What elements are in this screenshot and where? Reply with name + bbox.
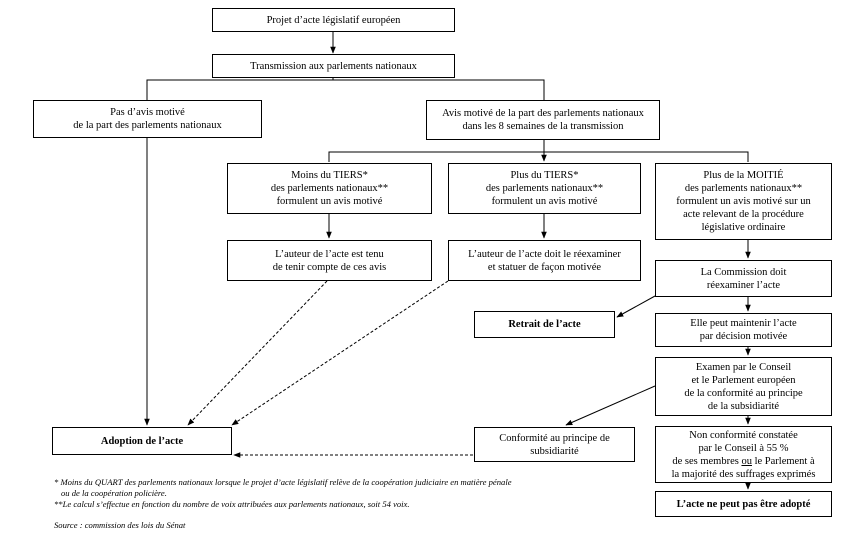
box-plus-tiers: Plus du TIERS* des parlements nationaux*… xyxy=(448,163,641,214)
connector-transmission-split xyxy=(146,79,545,100)
footnote-2: **Le calcul s’effectue en fonction du no… xyxy=(54,499,410,509)
box-pas-avis: Pas d’avis motivé de la part des parleme… xyxy=(33,100,262,138)
box-commission: La Commission doit réexaminer l’acte xyxy=(655,260,832,297)
box-maintenir: Elle peut maintenir l’acte par décision … xyxy=(655,313,832,347)
box-plus-moitie-label: Plus de la MOITIÉ des parlements nationa… xyxy=(676,170,811,233)
box-projet: Projet d’acte législatif européen xyxy=(212,8,455,32)
box-retrait-label: Retrait de l’acte xyxy=(508,319,581,330)
box-auteur-tenu: L’auteur de l’acte est tenu de tenir com… xyxy=(227,240,432,281)
connector-avis-split xyxy=(328,151,749,162)
box-auteur-reexaminer-label: L’auteur de l’acte doit le réexaminer et… xyxy=(468,248,621,273)
footnote-1-line2: ou de la coopération policière. xyxy=(61,488,167,498)
box-auteur-reexaminer: L’auteur de l’acte doit le réexaminer et… xyxy=(448,240,641,281)
box-avis-motive: Avis motivé de la part des parlements na… xyxy=(426,100,660,140)
box-conformite: Conformité au principe de subsidiarité xyxy=(474,427,635,462)
non-conformite-line3a: de ses membres xyxy=(672,455,742,467)
box-plus-tiers-label: Plus du TIERS* des parlements nationaux*… xyxy=(485,170,604,207)
box-conformite-label: Conformité au principe de subsidiarité xyxy=(499,432,610,457)
box-retrait: Retrait de l’acte xyxy=(474,311,615,338)
box-pas-avis-label: Pas d’avis motivé de la part des parleme… xyxy=(73,107,222,131)
dashed-arrow-auteurreexaminer-to-adoption xyxy=(231,280,449,426)
arrow-examen-to-conformite xyxy=(565,385,656,426)
footnote-1-line1: * Moins du QUART des parlements nationau… xyxy=(54,477,512,487)
box-avis-motive-label: Avis motivé de la part des parlements na… xyxy=(442,108,644,132)
dashed-arrow-auteurtenu-to-adoption xyxy=(187,280,328,426)
arrow-commission-to-retrait xyxy=(616,295,656,318)
non-conformite-line4: la majorité des suffrages exprimés xyxy=(671,468,816,480)
box-transmission-label: Transmission aux parlements nationaux xyxy=(250,60,417,72)
non-conformite-ou: ou xyxy=(741,455,752,467)
box-examen: Examen par le Conseil et le Parlement eu… xyxy=(655,357,832,416)
non-conformite-line2: par le Conseil à 55 % xyxy=(698,442,789,454)
box-commission-label: La Commission doit réexaminer l’acte xyxy=(700,266,787,291)
box-auteur-tenu-label: L’auteur de l’acte est tenu de tenir com… xyxy=(272,248,387,273)
box-transmission: Transmission aux parlements nationaux xyxy=(212,54,455,78)
box-examen-label: Examen par le Conseil et le Parlement eu… xyxy=(684,361,803,412)
non-conformite-line3b: le Parlement à xyxy=(751,455,815,467)
box-moins-tiers-label: Moins du TIERS* des parlements nationaux… xyxy=(270,170,389,207)
box-adoption: Adoption de l’acte xyxy=(52,427,232,455)
source-note: Source : commission des lois du Sénat xyxy=(54,520,186,530)
box-adoption-label: Adoption de l’acte xyxy=(100,435,184,447)
box-ne-peut-pas: L’acte ne peut pas être adopté xyxy=(655,491,832,517)
non-conformite-line1: Non conformité constatée xyxy=(689,429,798,441)
box-ne-peut-pas-label: L’acte ne peut pas être adopté xyxy=(676,498,811,510)
box-moins-tiers: Moins du TIERS* des parlements nationaux… xyxy=(227,163,432,214)
box-maintenir-label: Elle peut maintenir l’acte par décision … xyxy=(690,318,797,342)
box-projet-label: Projet d’acte législatif européen xyxy=(266,14,401,26)
box-plus-moitie: Plus de la MOITIÉ des parlements nationa… xyxy=(655,163,832,240)
